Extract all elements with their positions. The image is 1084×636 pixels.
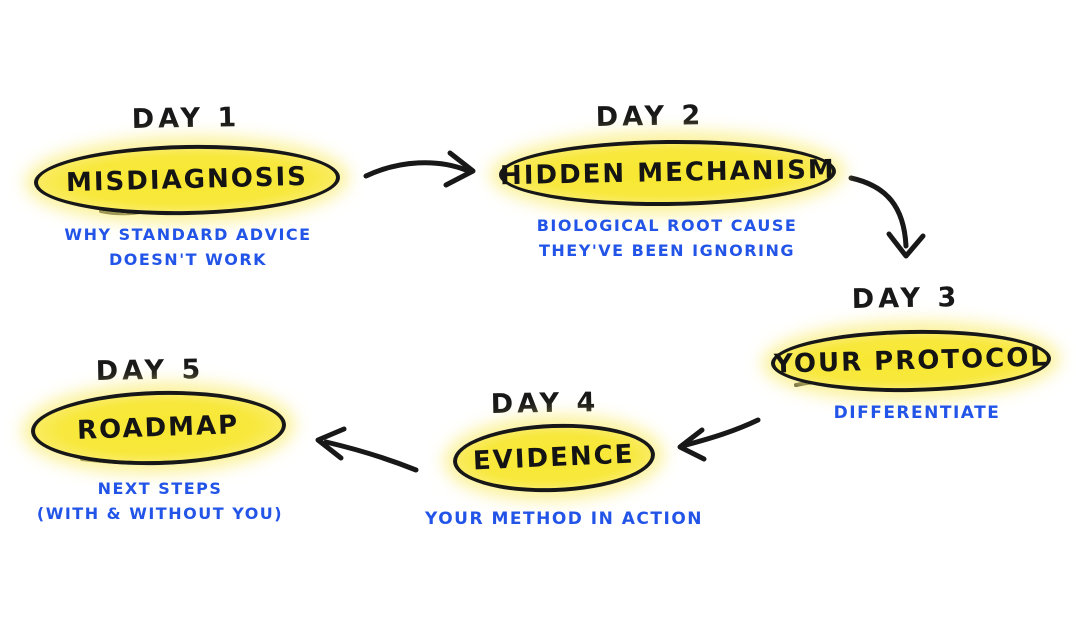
day4-note: YOUR METHOD IN ACTION: [425, 507, 703, 532]
day5-note: NEXT STEPS (WITH & WITHOUT YOU): [37, 476, 283, 526]
day2-note-line1: BIOLOGICAL ROOT CAUSE: [536, 216, 798, 235]
day2-topic: HIDDEN MECHANISM: [499, 154, 836, 192]
day1-note-line1: WHY STANDARD ADVICE: [64, 225, 312, 244]
day1-topic: MISDIAGNOSIS: [65, 161, 309, 199]
day1-label: DAY 1: [131, 102, 241, 135]
arrow-day4-to-day5: [315, 426, 419, 473]
day4-label: DAY 4: [490, 387, 600, 420]
day1-topic-ellipse: MISDIAGNOSIS: [33, 142, 341, 218]
day3-note-line1: DIFFERENTIATE: [833, 403, 1001, 423]
day4-topic-ellipse: EVIDENCE: [451, 420, 657, 496]
day3-topic-ellipse: YOUR PROTOCOL: [770, 327, 1052, 395]
day5-label: DAY 5: [95, 354, 205, 387]
day2-note: BIOLOGICAL ROOT CAUSE THEY'VE BEEN IGNOR…: [537, 213, 798, 263]
day3-note: DIFFERENTIATE: [834, 401, 1001, 426]
day5-topic-ellipse: ROADMAP: [30, 387, 287, 469]
arrow-day1-to-day2: [363, 150, 476, 188]
day2-topic-ellipse: HIDDEN MECHANISM: [498, 138, 837, 208]
arrow-day2-to-day3: [848, 175, 926, 259]
day1-note-line2: DOESN'T WORK: [108, 250, 268, 269]
day5-note-line2: (WITH & WITHOUT YOU): [36, 504, 284, 523]
day2-note-line2: THEY'VE BEEN IGNORING: [538, 241, 795, 260]
day1-note: WHY STANDARD ADVICE DOESN'T WORK: [64, 222, 311, 272]
day3-topic: YOUR PROTOCOL: [773, 342, 1049, 380]
day5-topic: ROADMAP: [76, 410, 241, 446]
day4-topic: EVIDENCE: [472, 439, 636, 477]
day5-note-line1: NEXT STEPS: [97, 479, 223, 498]
arrow-day3-to-day4: [677, 417, 761, 462]
day2-label: DAY 2: [595, 100, 705, 133]
day4-note-line1: YOUR METHOD IN ACTION: [424, 509, 704, 529]
day3-label: DAY 3: [851, 282, 961, 315]
